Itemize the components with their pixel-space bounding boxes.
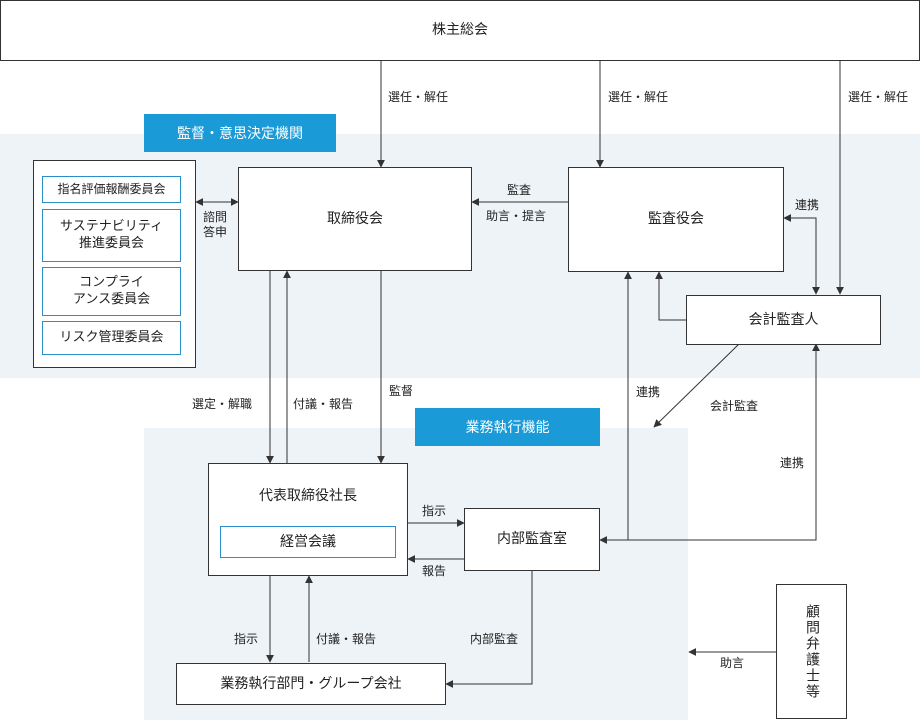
president-box	[208, 463, 408, 576]
president-label: 代表取締役社長	[259, 488, 357, 504]
committee-risk: リスク管理委員会	[42, 321, 181, 355]
label-advice: 助言	[720, 656, 745, 670]
legal-advisors-label: 顧問弁護士等	[803, 603, 820, 700]
board-of-directors: 取締役会	[238, 167, 472, 271]
label-elect-dismiss-1: 選任・解任	[388, 90, 449, 104]
arrow-audit-board-auditor	[783, 214, 820, 295]
label-accounting-audit: 会計監査	[710, 399, 759, 413]
label-elect-dismiss-2: 選任・解任	[608, 90, 669, 104]
arrow-internal-to-divisions	[445, 571, 533, 688]
shareholders-meeting: 株主総会	[0, 0, 920, 61]
arrow-accounting-audit	[653, 343, 740, 428]
label-audit: 監査	[507, 183, 532, 197]
audit-and-supervisory-board: 監査役会	[568, 167, 784, 272]
execution-tag: 業務執行機能	[415, 408, 600, 446]
label-supervise: 監督	[389, 384, 414, 398]
arrow-internal-audit-auditor	[628, 343, 820, 541]
accounting-auditor: 会計監査人	[686, 295, 881, 345]
business-divisions: 業務執行部門・グループ会社	[176, 663, 446, 705]
label-advice-proposal: 助言・提言	[486, 209, 547, 223]
supervision-tag: 監督・意思決定機関	[144, 114, 336, 152]
label-elect-dismiss-3: 選任・解任	[848, 90, 909, 104]
committee-compliance: コンプライ アンス委員会	[42, 267, 181, 316]
label-internal-audit: 内部監査	[470, 632, 519, 646]
management-meeting: 経営会議	[220, 526, 396, 558]
label-instruct-1: 指示	[422, 504, 447, 518]
legal-advisors: 顧問弁護士等	[776, 584, 847, 719]
internal-audit-office: 内部監査室	[464, 508, 600, 571]
label-appoint-dismiss: 選定・解職	[192, 397, 253, 411]
label-cooperate-2: 連携	[636, 385, 661, 399]
label-refer-report-1: 付議・報告	[293, 397, 354, 411]
arrow-auditor-to-audit-board	[655, 271, 686, 321]
label-report: 報告	[422, 564, 447, 578]
arrow-internal-audit-audit-board	[599, 271, 632, 544]
label-refer-report-2: 付議・報告	[316, 632, 377, 646]
committee-nomination: 指名評価報酬委員会	[42, 176, 181, 203]
committee-sustainability: サステナビリティ 推進委員会	[42, 209, 181, 262]
label-consult: 諮問 答申	[203, 210, 228, 239]
label-cooperate-1: 連携	[795, 198, 820, 212]
label-instruct-2: 指示	[234, 632, 259, 646]
label-cooperate-3: 連携	[780, 456, 805, 470]
